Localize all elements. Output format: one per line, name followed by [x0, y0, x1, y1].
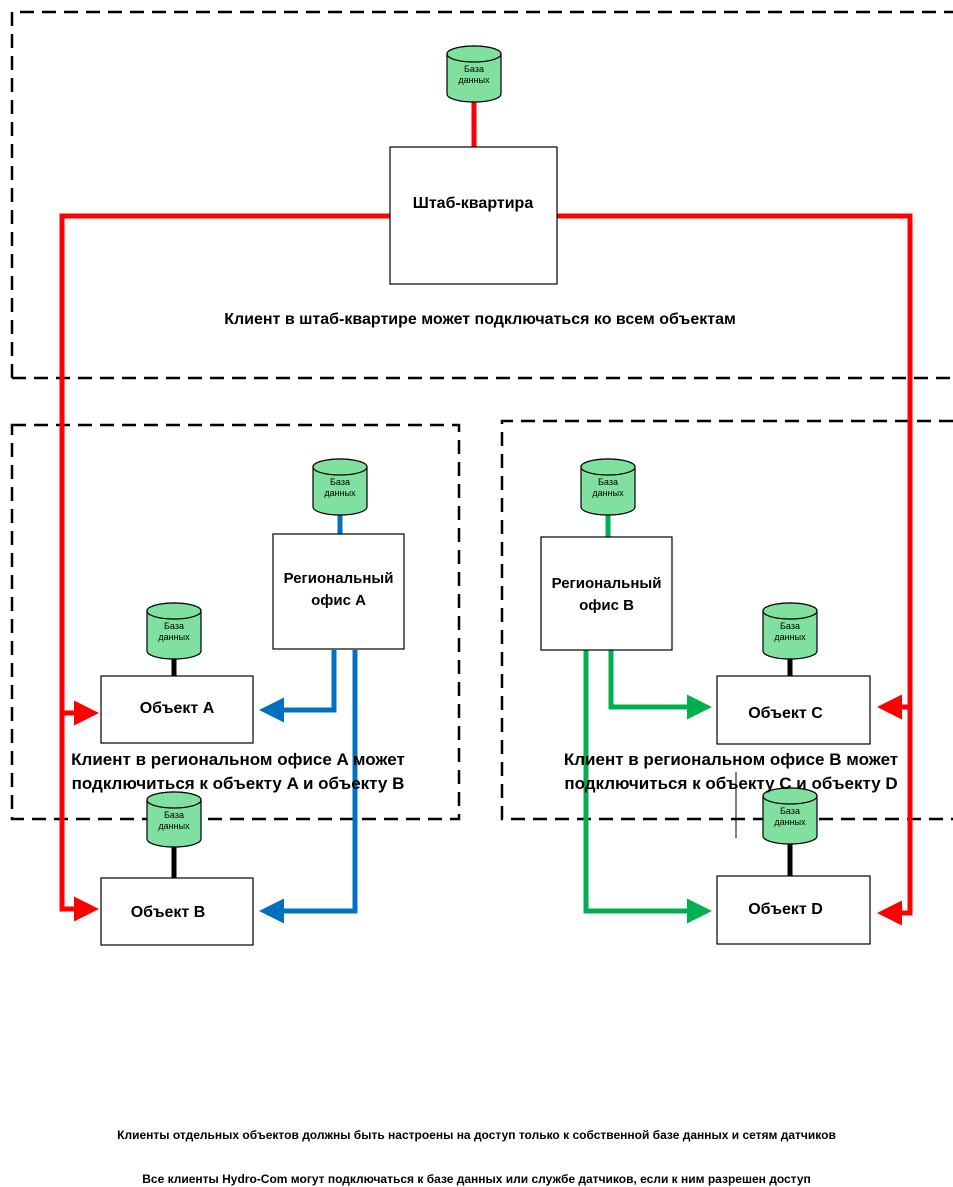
region-b-zone-caption: Клиент в региональном офисе B может подк…	[563, 750, 899, 793]
hq-label: Штаб-квартира	[412, 195, 534, 212]
regional-b-database-label: База данных	[592, 477, 624, 498]
regional-b-database-icon	[580, 458, 636, 516]
object-b-label: Объект B	[130, 904, 206, 921]
object-a-database-label: База данных	[158, 621, 190, 642]
object-d-database-icon	[762, 787, 818, 845]
object-a-label: Объект A	[139, 700, 215, 717]
hq-zone-border	[10, 10, 953, 378]
regional-office-a-box	[272, 533, 405, 650]
object-d-box	[716, 875, 871, 945]
object-a-box	[100, 675, 254, 744]
regional-office-a-label: Региональный офис A	[283, 570, 394, 609]
object-b-box	[100, 877, 254, 946]
hq-database-icon	[446, 45, 502, 103]
regional-b-link-object-c	[608, 650, 712, 720]
region-a-zone-caption: Клиент в региональном офисе A может подк…	[71, 750, 405, 793]
object-c-database-icon	[762, 602, 818, 660]
object-c-box	[716, 675, 871, 745]
object-c-database-label: База данных	[774, 621, 806, 642]
regional-b-link-object-d	[583, 650, 712, 924]
region-a-zone-border	[10, 423, 461, 821]
regional-a-database-label: База данных	[324, 477, 356, 498]
regional-office-b-label: Региональный офис B	[551, 575, 662, 614]
object-b-database-icon	[146, 791, 202, 848]
regional-a-database-icon	[312, 458, 368, 516]
regional-office-b-box	[540, 536, 673, 651]
regional-a-link-object-a	[259, 650, 337, 723]
note-site-clients: Клиенты отдельных объектов должны быть н…	[117, 1128, 836, 1142]
hq-zone-caption: Клиент в штаб-квартире может подключатьс…	[224, 311, 736, 328]
region-b-zone-border	[500, 419, 953, 821]
hq-database-label: База данных	[458, 64, 490, 85]
hq-box	[389, 146, 558, 285]
object-c-label: Объект C	[748, 705, 823, 722]
hq-link-object-d	[557, 213, 913, 926]
hq-link-object-b	[59, 213, 390, 922]
object-a-database-icon	[146, 602, 202, 660]
object-d-label: Объект D	[748, 901, 823, 918]
regional-a-link-object-b	[259, 650, 358, 924]
object-d-database-label: База данных	[774, 806, 806, 827]
object-b-database-label: База данных	[158, 810, 190, 831]
note-hydro-com-clients: Все клиенты Hydro-Com могут подключаться…	[142, 1172, 811, 1186]
